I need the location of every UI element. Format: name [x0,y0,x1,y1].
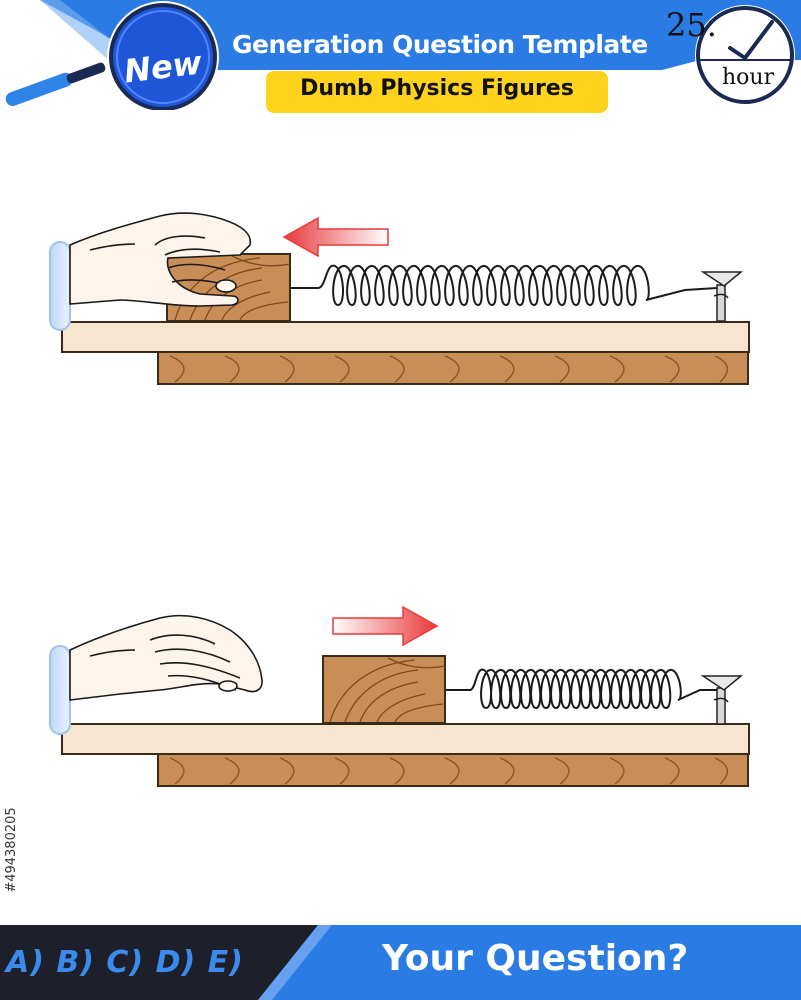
arrow-left-icon [282,216,389,258]
footer-dark [0,925,318,1000]
footer-stripe [258,925,332,1000]
arrow-right-icon [332,605,439,647]
hand-icon [69,212,252,307]
nail-icon [700,271,744,322]
spring-icon [290,264,718,307]
clock-check-icon [695,5,795,105]
header-band [5,0,801,110]
header-subtitle: Dumb Physics Figures [300,76,574,101]
subtitle-box [266,71,608,113]
physics-figure [49,212,750,787]
table-top [61,321,750,353]
header-title: Generation Question Template [232,30,648,59]
timer-number: 25. [666,6,717,44]
table-top [61,723,750,755]
wood-block [322,655,446,724]
wall-stop [49,241,71,331]
magnifier-icon [5,1,219,110]
wall-stop [49,645,71,735]
answer-choices: A) B) C) D) E) [6,945,244,980]
your-question-prompt: Your Question? [382,938,689,979]
figure-released [49,605,750,787]
spring-icon [445,668,717,710]
table-base [157,753,749,787]
nail-icon [700,675,744,725]
timer-unit: hour [722,65,775,90]
stock-id-label: #494380205 [4,807,19,893]
figure-compressed [49,212,750,385]
footer-band [0,925,801,1000]
hand-icon [69,614,263,701]
header-blue-bar [40,0,801,70]
